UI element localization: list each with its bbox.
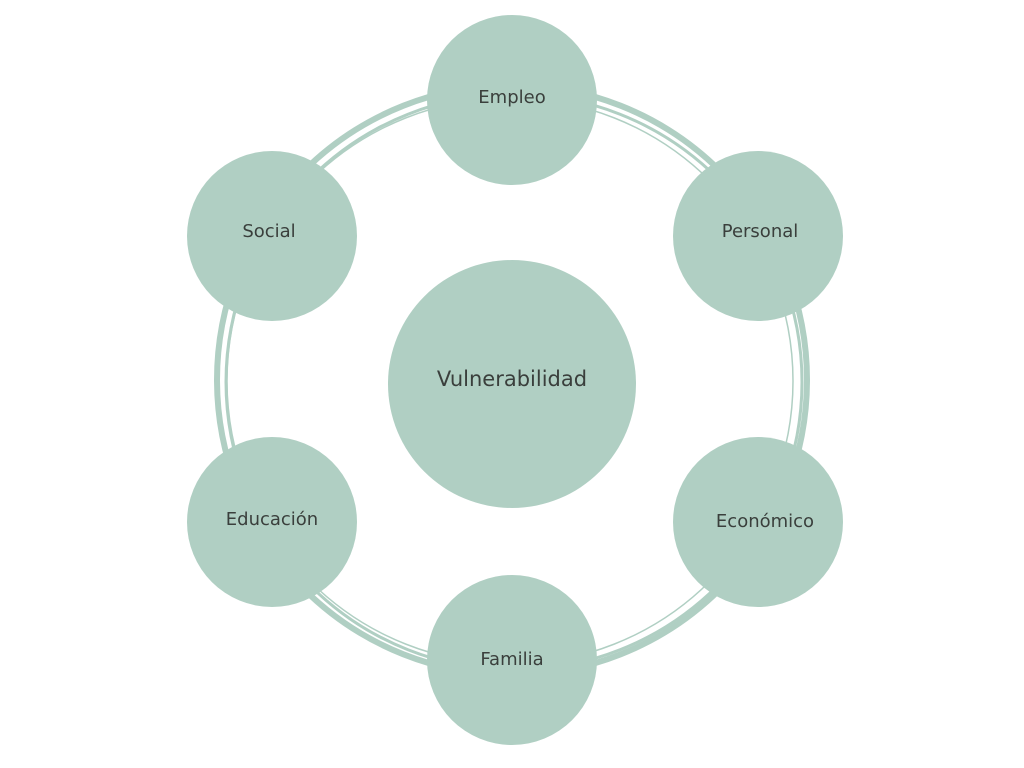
node-social: Social: [187, 151, 357, 321]
node-educacion: Educación: [187, 437, 357, 607]
node-label: Social: [242, 221, 295, 242]
node-label: Empleo: [478, 87, 545, 108]
node-label: Educación: [226, 509, 318, 530]
node-label: Económico: [716, 511, 814, 532]
node-circle: [673, 151, 843, 321]
node-label: Familia: [480, 649, 543, 670]
node-economico: Económico: [673, 437, 843, 607]
center-circle: [388, 260, 636, 508]
node-circle: [427, 575, 597, 745]
node-empleo: Empleo: [427, 15, 597, 185]
center-node: Vulnerabilidad: [388, 260, 636, 508]
node-circle: [187, 151, 357, 321]
node-circle: [187, 437, 357, 607]
node-familia: Familia: [427, 575, 597, 745]
node-label: Personal: [722, 221, 799, 242]
node-circle: [673, 437, 843, 607]
center-label: Vulnerabilidad: [437, 367, 587, 391]
node-circle: [427, 15, 597, 185]
node-personal: Personal: [673, 151, 843, 321]
